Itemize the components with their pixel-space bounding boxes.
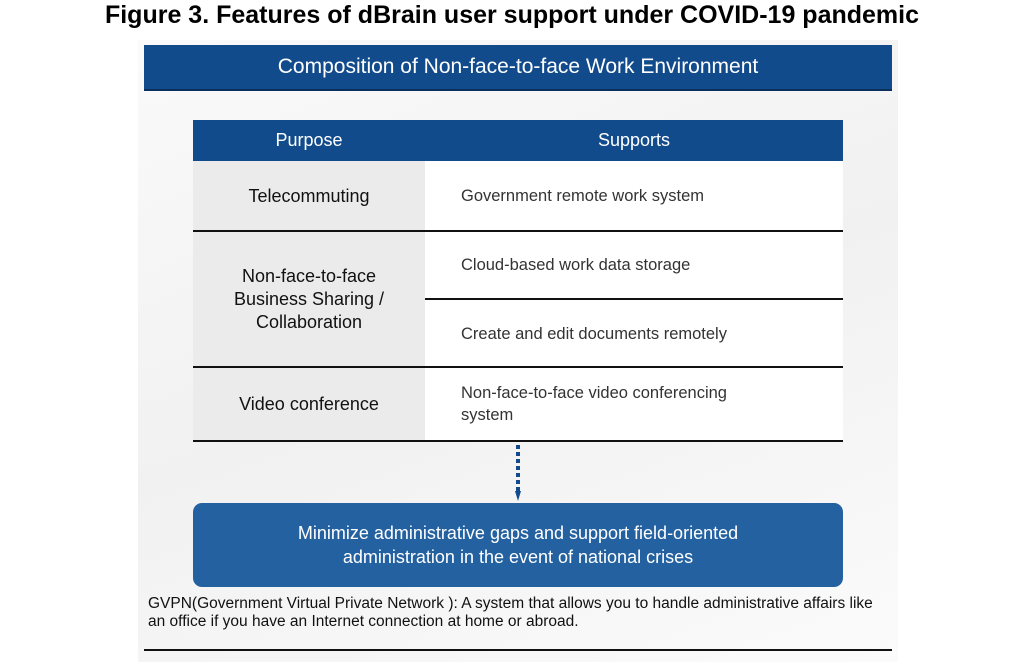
header-supports: Supports [425, 120, 843, 161]
bottom-rule [144, 649, 892, 651]
arrow-down-icon [515, 445, 521, 501]
row-divider [193, 230, 843, 232]
row-divider [193, 366, 843, 368]
support-cell: Government remote work system [425, 161, 843, 231]
purpose-telecommuting: Telecommuting [193, 161, 425, 231]
diagram-banner: Composition of Non-face-to-face Work Env… [144, 45, 892, 91]
support-cell: Cloud-based work data storage [425, 232, 843, 298]
subrow-divider [425, 298, 843, 300]
row-divider [193, 440, 843, 442]
support-cell: Non-face-to-face video conferencing syst… [425, 368, 843, 440]
support-cell: Create and edit documents remotely [425, 300, 843, 367]
footnote: GVPN(Government Virtual Private Network … [148, 595, 873, 630]
header-purpose: Purpose [193, 120, 425, 161]
purpose-video-conference: Video conference [193, 368, 425, 440]
purpose-collaboration: Non-face-to-face Business Sharing / Coll… [193, 232, 425, 367]
goal-box: Minimize administrative gaps and support… [193, 503, 843, 587]
figure-title: Figure 3. Features of dBrain user suppor… [104, 1, 920, 29]
